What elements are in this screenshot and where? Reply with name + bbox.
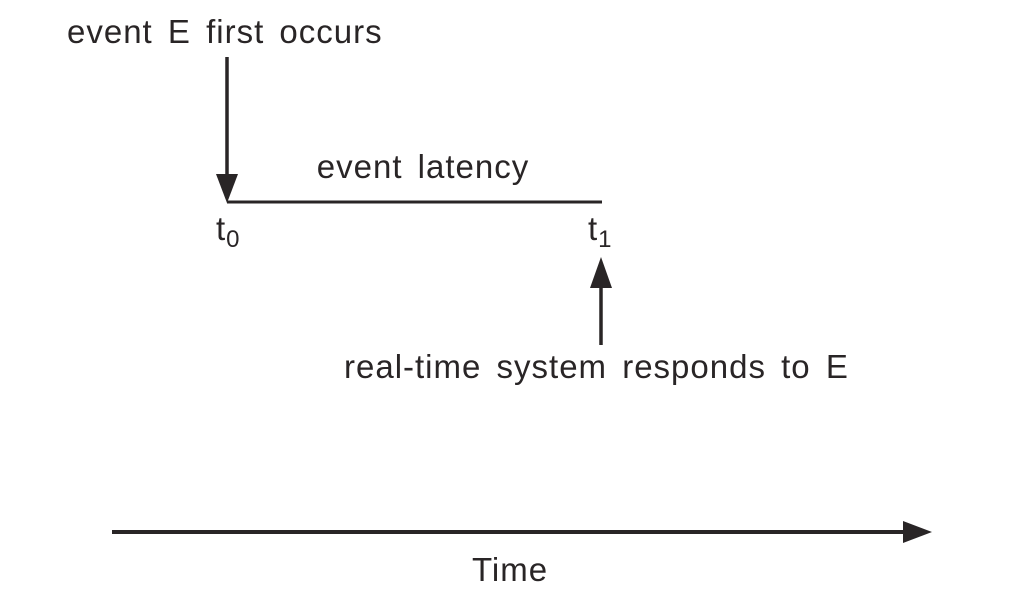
time-axis-arrow [112, 521, 932, 543]
t0-label: t0 [216, 210, 240, 252]
t0-subscript: 0 [226, 226, 240, 253]
time-axis-label: Time [471, 551, 549, 588]
system-responds-label: real-time system responds to E [344, 348, 849, 385]
t0-base: t [216, 210, 227, 247]
event-occurs-label: event E first occurs [67, 13, 383, 50]
system-response-arrow [590, 257, 612, 345]
t1-subscript: 1 [598, 226, 612, 253]
t1-label: t1 [588, 210, 612, 252]
event-occurrence-arrow [216, 57, 238, 203]
t1-base: t [588, 210, 599, 247]
event-latency-label: event latency [316, 148, 530, 185]
